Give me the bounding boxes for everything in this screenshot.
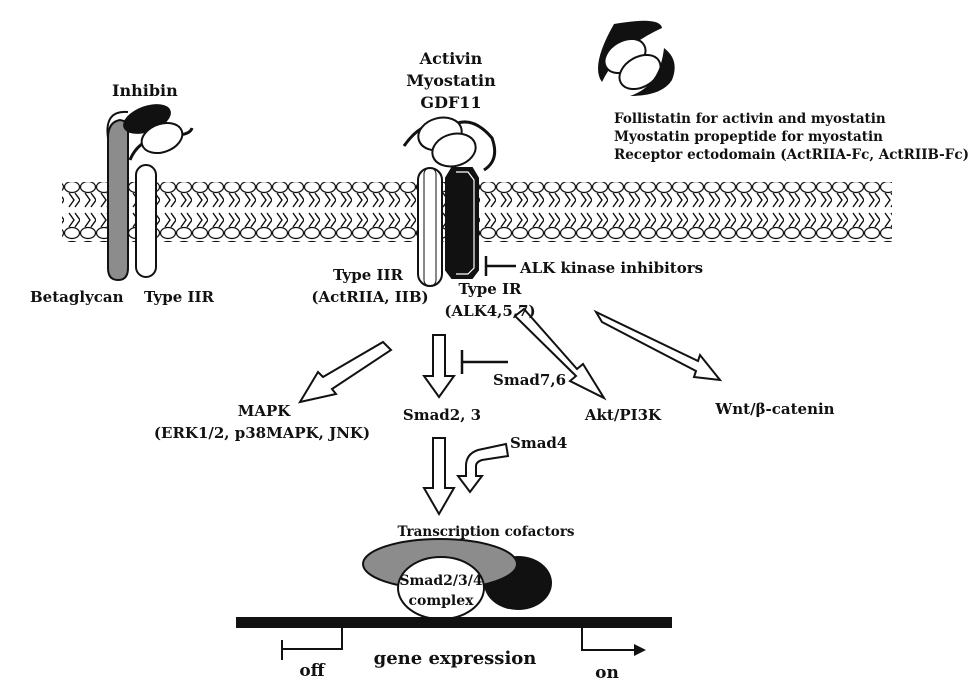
smad4-arrow bbox=[456, 442, 510, 494]
betaglycan-receptor bbox=[106, 110, 129, 282]
complex-label-line2: complex bbox=[408, 593, 474, 609]
alk-inhibitors-label: ALK kinase inhibitors bbox=[519, 259, 703, 277]
type-iir-left-label: Type IIR bbox=[144, 288, 215, 306]
type-iir-center-receptor bbox=[417, 167, 443, 287]
on-arrow bbox=[581, 628, 636, 651]
activin-label: Activin bbox=[419, 49, 483, 68]
trap-propeptide: Myostatin propeptide for myostatin bbox=[614, 129, 883, 145]
arrow-to-mapk bbox=[297, 340, 393, 404]
wnt-label: Wnt/β-catenin bbox=[714, 400, 834, 418]
smad4-label: Smad4 bbox=[510, 434, 567, 452]
arrow-to-akt bbox=[513, 307, 607, 401]
watermark: 知乎 @药研网 bbox=[811, 647, 950, 672]
smad-complex bbox=[362, 538, 552, 620]
smad76-label: Smad7,6 bbox=[493, 371, 566, 389]
mapk-label: MAPK bbox=[238, 402, 292, 420]
gene-expression-label: gene expression bbox=[374, 648, 537, 669]
arrow-to-smad23 bbox=[422, 334, 456, 399]
arrow-to-wnt bbox=[593, 309, 723, 382]
on-label: on bbox=[595, 663, 619, 683]
betaglycan-label: Betaglycan bbox=[30, 288, 124, 306]
activin-ligand bbox=[417, 116, 477, 168]
inhibin-ligand bbox=[123, 104, 184, 154]
off-marker bbox=[282, 628, 343, 650]
mapk-sub-label: (ERK1/2, p38MAPK, JNK) bbox=[154, 424, 370, 442]
off-label: off bbox=[299, 661, 325, 681]
gdf11-label: GDF11 bbox=[420, 93, 481, 112]
complex-label-line1: Smad2/3/4 bbox=[399, 573, 482, 589]
myostatin-label: Myostatin bbox=[406, 71, 496, 90]
dna-bar bbox=[236, 617, 672, 628]
alk-inhibitor-bar bbox=[484, 256, 516, 276]
smad76-inhibitor-bar bbox=[460, 350, 508, 374]
akt-label: Akt/PI3K bbox=[584, 406, 662, 424]
smad23-label: Smad2, 3 bbox=[403, 406, 481, 424]
type-iir-center-label: Type IIR bbox=[333, 266, 404, 284]
type-ir-receptor bbox=[445, 167, 479, 279]
inhibin-label: Inhibin bbox=[112, 81, 178, 100]
type-ir-sub-label: (ALK4,5,7) bbox=[444, 302, 535, 320]
type-iir-center-sub-label: (ActRIIA, IIB) bbox=[311, 288, 428, 306]
trap-ectodomain: Receptor ectodomain (ActRIIA-Fc, ActRIIB… bbox=[614, 147, 969, 163]
trap-follistatin: Follistatin for activin and myostatin bbox=[614, 111, 886, 127]
on-arrow-head bbox=[634, 644, 646, 656]
type-ir-label: Type IR bbox=[459, 280, 523, 298]
cofactors-label: Transcription cofactors bbox=[397, 524, 574, 540]
arrow-to-cofactors bbox=[422, 437, 456, 517]
ligand-trap-icon bbox=[598, 20, 675, 96]
